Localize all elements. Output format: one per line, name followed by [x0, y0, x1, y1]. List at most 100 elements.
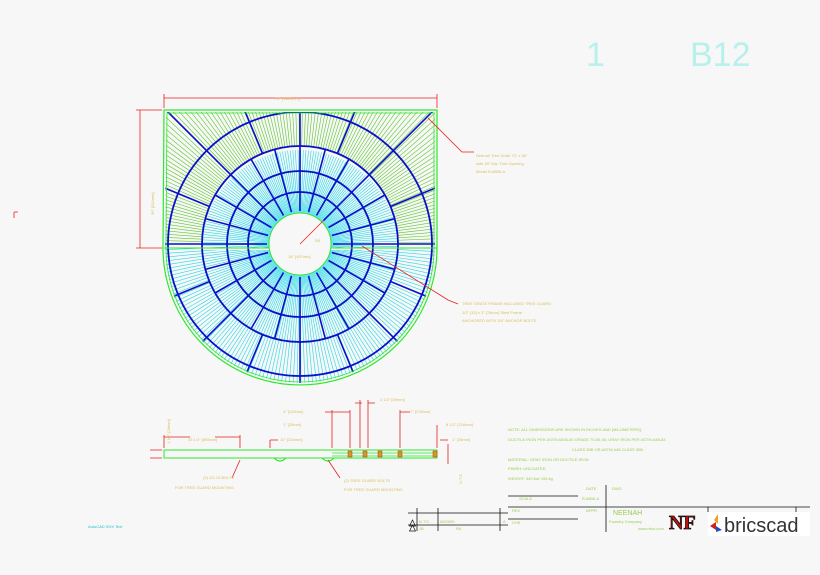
- slot-line: [327, 112, 369, 151]
- slot-line: [384, 123, 435, 195]
- slot-line: [397, 240, 435, 243]
- radial-bar: [328, 259, 386, 294]
- axis-marker: [13, 211, 18, 218]
- section-bar: [347, 450, 353, 458]
- slot-line: [366, 112, 435, 173]
- slot-line: [330, 248, 435, 275]
- sheet-number: 1: [586, 36, 605, 74]
- slot-line: [166, 174, 207, 216]
- note-line: WEIGHT: 340 lbs/ 154 kg: [508, 476, 553, 481]
- slot-line: [200, 271, 287, 383]
- note-left-1: (3) 1/2-13 BOLTS: [203, 475, 235, 480]
- slot-line: [371, 112, 435, 178]
- section-bar: [377, 450, 383, 458]
- radial-bar: [331, 251, 395, 271]
- slot-line: [330, 248, 435, 281]
- slot-line: [386, 133, 435, 200]
- slot-line: [397, 228, 435, 239]
- radial-bar: [250, 272, 285, 330]
- slot-line: [329, 253, 435, 317]
- slot-line: [166, 168, 207, 214]
- shx-stamp: AutoCAD SHX Text: [88, 524, 123, 529]
- radial-bar: [230, 266, 278, 314]
- slot-line: [327, 257, 435, 340]
- note-line: DUCTILE IRON PER ASTM A536-80 GRADE 70-5…: [508, 437, 666, 442]
- slot-line: [347, 112, 417, 159]
- note-mid-2: 1/2" [13] x 3" [76mm] Steel Frame: [462, 310, 523, 315]
- slot-line: [301, 112, 305, 147]
- slot-line: [305, 274, 345, 383]
- nf-logo: NF: [669, 512, 696, 535]
- dim-g: 8 1/2" [216mm]: [446, 422, 473, 427]
- slot-line: [317, 269, 424, 383]
- slot-line: [329, 112, 374, 151]
- slot-line: [282, 274, 298, 383]
- bricscad-logo-bg: [708, 512, 810, 536]
- slot-line: [165, 255, 272, 331]
- slot-line: [245, 112, 279, 149]
- note-line: CLASS 35B OR ASTM A48 CLASS 30B: [572, 447, 643, 452]
- slot-line: [166, 112, 233, 174]
- dim-a: 35 1/4" [895mm]: [188, 437, 217, 442]
- leader-mid: [361, 245, 459, 305]
- slot-line: [310, 272, 380, 383]
- radial-bar: [214, 259, 272, 294]
- dim-radius: R8: [315, 238, 321, 243]
- title-block: [408, 485, 810, 532]
- radial-bar: [165, 112, 232, 176]
- slot-line: [351, 112, 427, 161]
- slot-line: [324, 262, 435, 377]
- tb-label: CHK: [512, 520, 521, 525]
- slot-line: [166, 112, 242, 166]
- slot-line: [330, 250, 435, 294]
- slot-line: [166, 131, 214, 199]
- slot-line: [165, 256, 272, 337]
- slot-line: [392, 165, 435, 213]
- slot-line: [217, 112, 267, 153]
- slot-line: [323, 263, 435, 383]
- radial-bar: [315, 272, 350, 330]
- note-line: MATERIAL: GRAY IRON OR DUCTILE IRON: [508, 457, 589, 462]
- slot-line: [280, 112, 293, 147]
- slot-line: [336, 112, 391, 154]
- slot-line: [314, 270, 408, 383]
- slot-line: [391, 160, 435, 211]
- radial-bar: [390, 159, 435, 208]
- company-subtitle: Foundry Company: [609, 519, 642, 524]
- slot-line: [166, 112, 246, 163]
- slot-line: [257, 112, 283, 148]
- tb-value: JB: [419, 526, 424, 531]
- slot-line: [165, 261, 275, 369]
- slot-line: [320, 266, 435, 383]
- grate-bars: [165, 112, 435, 383]
- slot-line: [165, 262, 276, 379]
- slot-line: [234, 112, 274, 150]
- slot-line: [330, 249, 435, 288]
- slot-line: [313, 112, 334, 147]
- slot-line: [165, 247, 270, 272]
- slot-line: [324, 263, 435, 381]
- slot-line: [166, 157, 209, 210]
- slot-line: [166, 136, 213, 201]
- dim-thickness: 1 1/2" [38mm]: [166, 419, 171, 444]
- slot-line: [309, 273, 369, 383]
- leader-top: [427, 117, 474, 153]
- slot-line: [396, 205, 435, 229]
- note-right-1: (2) TREE GUARD BOLTS: [344, 478, 390, 483]
- slot-line: [165, 248, 270, 278]
- slot-line: [342, 112, 407, 157]
- tb-label: DWG: [612, 486, 622, 491]
- slot-line: [373, 112, 435, 180]
- slot-line: [166, 115, 218, 193]
- tb-value: 08/2009: [440, 519, 455, 524]
- note-mid-3: ANCHORED WITH 3/4" ANCHOR BOLTS: [462, 318, 537, 323]
- slot-line: [286, 112, 295, 147]
- slot-line: [270, 274, 297, 383]
- slot-line: [326, 260, 435, 361]
- slot-line: [166, 112, 244, 165]
- slot-line: [240, 112, 276, 150]
- slot-line: [345, 112, 412, 158]
- radial-bar: [230, 174, 278, 222]
- slot-line: [374, 112, 435, 182]
- slot-line: [306, 112, 317, 147]
